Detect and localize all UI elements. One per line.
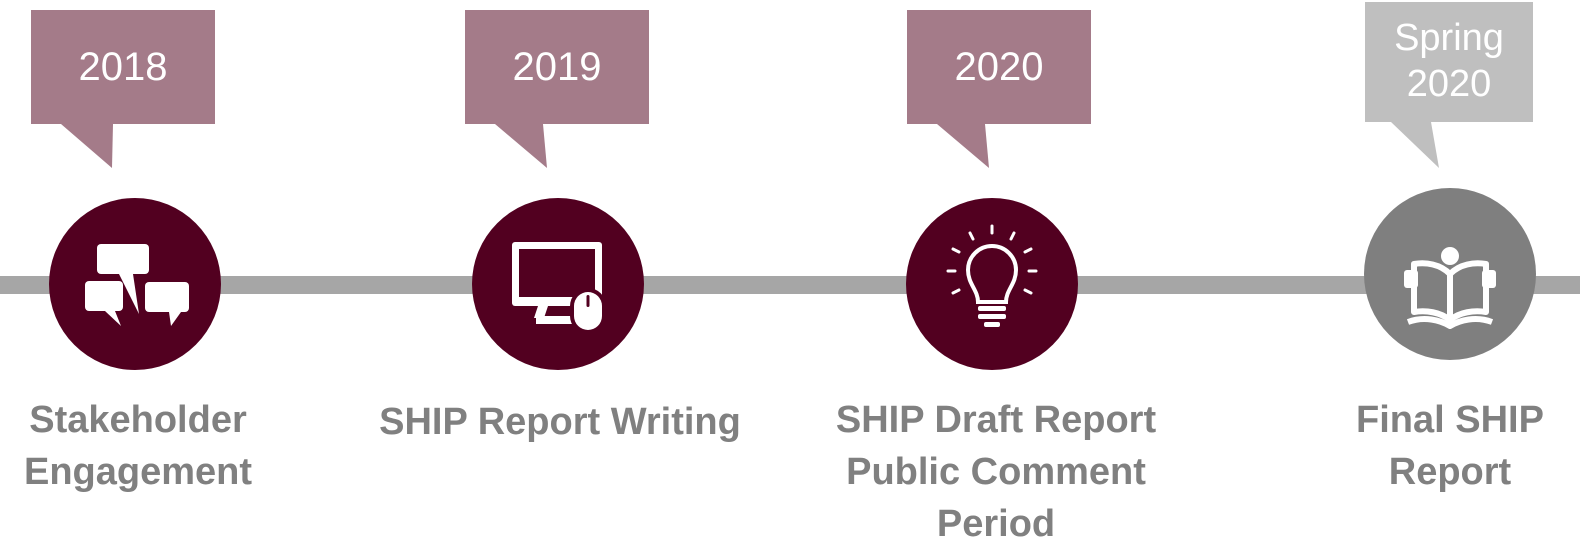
open-book-reader-icon [1404, 247, 1496, 329]
callout-tail [1391, 122, 1439, 168]
milestone-label: SHIP Report Writing [379, 401, 741, 443]
timeline-line [0, 276, 1580, 294]
date-callout-2018: 2018 [31, 10, 215, 168]
milestone-label: Stakeholder Engagement [23, 399, 253, 493]
milestone-circle-public-comment [906, 198, 1078, 370]
milestone-label: Final SHIP Report [1356, 399, 1544, 493]
lightbulb-icon [946, 224, 1038, 327]
callout-tail [937, 124, 989, 168]
milestone-circle-stakeholder-engagement [49, 198, 221, 370]
callout-tail [495, 124, 547, 168]
date-label: Spring 2020 [1365, 2, 1533, 122]
speech-bubbles-icon [85, 244, 189, 326]
milestone-circle-final-report [1364, 188, 1536, 360]
callout-tail [61, 124, 113, 168]
computer-mouse-icon [512, 242, 606, 334]
date-label: 2019 [465, 10, 649, 124]
milestone-circle-report-writing [472, 198, 644, 370]
date-callout-2019: 2019 [465, 10, 649, 168]
milestone-label: SHIP Draft Report Public Comment Period [835, 399, 1157, 545]
date-label: 2018 [31, 10, 215, 124]
date-label: 2020 [907, 10, 1091, 124]
date-callout-2020: 2020 [907, 10, 1091, 168]
date-callout-spring-2020: Spring 2020 [1365, 2, 1533, 168]
